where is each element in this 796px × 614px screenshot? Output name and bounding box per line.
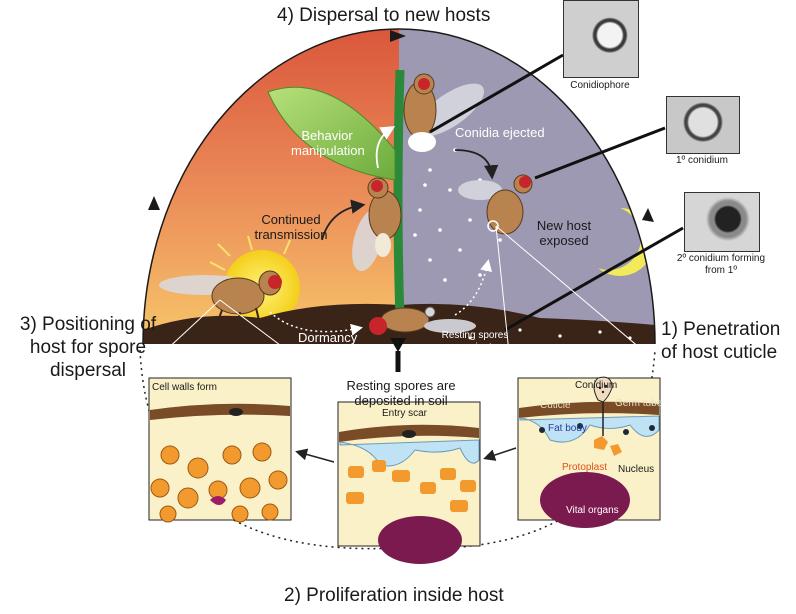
label-new-host-exposed: New host exposed [536,218,592,248]
micrograph-pointers [429,53,684,332]
positioning-zoom-lines [149,299,301,366]
stage-positioning-title: 3) Positioning of host for spore dispers… [19,314,157,381]
plant-leaf [267,86,396,181]
stage-dispersal-title: 4) Dispersal to new hosts [277,5,491,26]
stage-proliferation-title: 2) Proliferation inside host [284,585,504,606]
caption-conidiophore: Conidiophore [570,80,630,91]
label-entry-scar: Entry scar [382,408,428,419]
label-dormancy: Dormancy [298,330,358,345]
label-nucleus: Nucleus [618,464,655,475]
protoplasts [346,460,476,512]
fly-on-stem-middle [352,177,402,272]
dome-outline [142,28,656,345]
label-germ-tube: Germ tube [615,398,663,409]
fly-dead-dormancy [369,306,476,335]
label-behavior-manipulation: Behavior manipulation [291,128,365,158]
arrow-proliferation-to-cellwalls [295,448,335,463]
fly-new-host [458,174,533,235]
label-conidia-ejected: Conidia ejected [455,125,545,140]
arrow-conidia-ejected [454,149,499,180]
panel-proliferation [337,401,481,564]
arrowhead-top [390,30,406,42]
micrograph-primary-conidium [666,96,740,154]
arrowhead-right [642,208,654,222]
panel-penetration [517,376,661,528]
label-resting-spores-deposited: Resting spores are deposited in soil [346,378,456,408]
label-cell-walls-form: Cell walls form [152,382,218,393]
caption-secondary-conidium: 2º conidium forming from 1º [676,253,766,276]
label-continued-transmission: Continued transmission [254,212,328,242]
arrowhead-left [148,196,160,210]
arrow-germinate [454,259,493,316]
label-cuticle: Cuticle [540,400,571,411]
resting-spores [150,442,288,523]
arrow-penetration-to-proliferation [483,447,517,461]
label-resting-spores-germinate: Resting spores germinate [441,330,509,353]
deposit-arrow-head [390,338,406,352]
panel-cellwalls [148,377,292,523]
label-conidium: Conidium [575,380,618,391]
label-fat-body: Fat body [548,423,587,434]
sun-rays-icon [209,235,291,271]
micrograph-secondary-conidium [684,192,760,252]
arrow-continued-transmission [321,199,366,241]
label-vital-organs: Vital organs [566,505,619,516]
plant-stem [393,69,405,321]
caption-primary-conidium: 1º conidium [675,155,728,166]
penetration-zoom-lines [495,225,661,461]
fly-positioning [159,270,282,335]
stage-penetration-title: 1) Penetration of host cuticle [661,319,781,363]
label-protoplast: Protoplast [562,462,608,473]
arrow-behavior-manipulation [375,126,396,169]
fly-on-stem-top [403,73,485,152]
micrograph-conidiophore [563,0,639,78]
